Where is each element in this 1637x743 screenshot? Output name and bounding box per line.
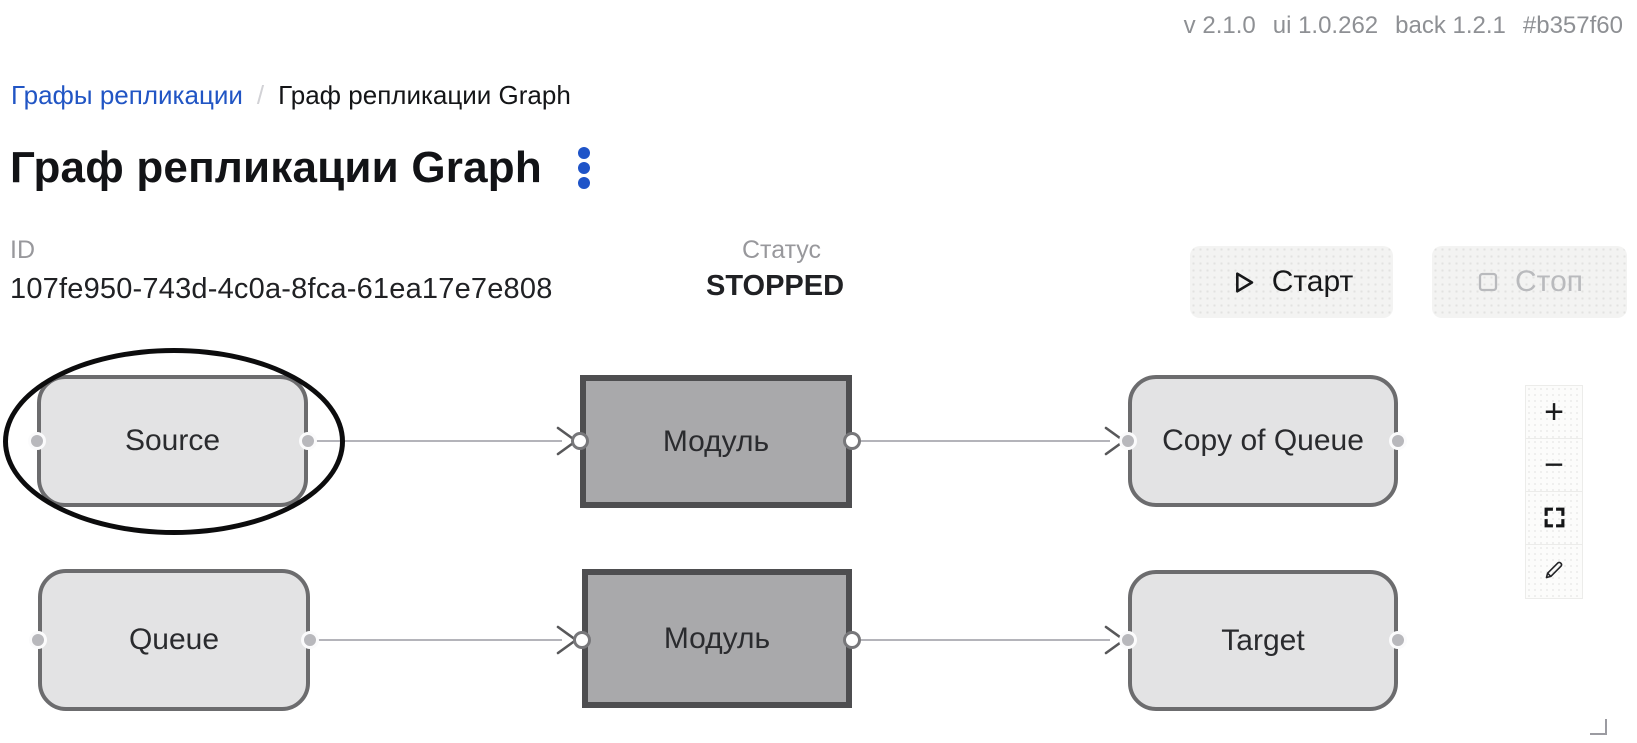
stop-button-label: Стоп: [1515, 265, 1583, 298]
plus-icon: +: [1544, 392, 1564, 431]
canvas-resize-handle[interactable]: [1590, 719, 1607, 735]
port-module-top-in: [571, 432, 589, 450]
fit-view-icon: [1543, 499, 1566, 538]
breadcrumb-link-replication-graphs[interactable]: Графы репликации: [11, 80, 243, 110]
graph-node-module-top[interactable]: Модуль: [580, 375, 852, 508]
edit-button[interactable]: [1526, 545, 1582, 598]
title-row: Граф репликации Graph: [10, 143, 596, 193]
page-title: Граф репликации Graph: [10, 143, 542, 192]
port-module-top-out: [843, 432, 861, 450]
app-version-info: v 2.1.0 ui 1.0.262 back 1.2.1 #b357f60: [1184, 12, 1623, 40]
port-module-bottom-in: [573, 631, 591, 649]
port-target-out: [1389, 631, 1407, 649]
graph-node-source[interactable]: Source: [37, 375, 308, 507]
port-queue-out: [301, 631, 319, 649]
kebab-menu-icon[interactable]: [572, 143, 596, 193]
port-source-out: [299, 432, 317, 450]
minus-icon: −: [1544, 445, 1564, 484]
status-value: STOPPED: [706, 270, 845, 302]
id-value: 107fe950-743d-4c0a-8fca-61ea17e7e808: [10, 273, 553, 305]
port-source-in: [28, 432, 46, 450]
stop-button[interactable]: Стоп: [1432, 246, 1627, 318]
port-target-in: [1119, 631, 1137, 649]
version-hash: #b357f60: [1522, 12, 1623, 39]
pencil-icon: [1542, 552, 1566, 591]
port-queue-in: [29, 631, 47, 649]
fit-view-button[interactable]: [1526, 492, 1582, 545]
port-module-bottom-out: [843, 631, 861, 649]
stop-square-icon: [1476, 270, 1500, 294]
play-icon: [1230, 269, 1257, 296]
breadcrumb-separator: /: [256, 80, 265, 110]
version-ui: ui 1.0.262: [1272, 12, 1379, 39]
graph-id-block: ID 107fe950-743d-4c0a-8fca-61ea17e7e808: [10, 236, 553, 306]
breadcrumb: Графы репликации / Граф репликации Graph: [11, 80, 571, 111]
graph-node-target[interactable]: Target: [1128, 570, 1398, 711]
status-label: Статус: [742, 236, 822, 264]
canvas-zoom-panel: + −: [1525, 385, 1583, 599]
start-button-label: Старт: [1271, 265, 1354, 298]
port-copy-of-queue-out: [1389, 432, 1407, 450]
zoom-in-button[interactable]: +: [1526, 386, 1582, 439]
graph-node-copy-of-queue[interactable]: Copy of Queue: [1128, 375, 1398, 507]
graph-node-module-bottom[interactable]: Модуль: [582, 569, 852, 708]
version-core: v 2.1.0: [1183, 12, 1256, 39]
graph-node-queue[interactable]: Queue: [38, 569, 310, 711]
start-button[interactable]: Старт: [1190, 246, 1393, 318]
version-back: back 1.2.1: [1395, 12, 1506, 39]
id-label: ID: [10, 236, 35, 264]
port-copy-of-queue-in: [1119, 432, 1137, 450]
zoom-out-button[interactable]: −: [1526, 439, 1582, 492]
breadcrumb-current: Граф репликации Graph: [278, 80, 571, 110]
